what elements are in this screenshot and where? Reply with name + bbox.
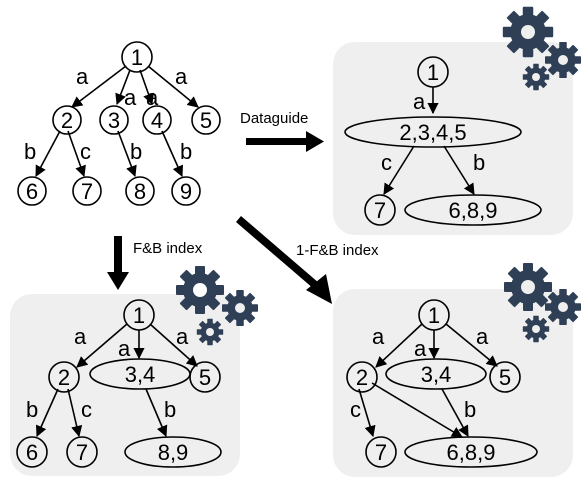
gears-icon	[502, 6, 581, 91]
node-label: 5	[200, 108, 212, 133]
edge-label: b	[164, 397, 176, 422]
node-label: 3,4	[421, 362, 452, 387]
node-label: 1	[133, 303, 145, 328]
tree-node	[171, 176, 201, 206]
node-label: 6	[26, 179, 38, 204]
node-label: 3,4	[125, 362, 156, 387]
source-tree	[17, 41, 221, 206]
fb-index-panel	[10, 294, 240, 476]
node-label: 6,8,9	[449, 198, 498, 223]
edge-label: a	[76, 64, 89, 89]
edge-label: a	[176, 324, 189, 349]
node-label: 8	[134, 179, 146, 204]
edge-label: b	[464, 397, 476, 422]
node-label: 7	[81, 179, 93, 204]
one-fb-node	[365, 436, 397, 468]
node-label: 1	[131, 45, 143, 70]
one-fb-node	[418, 299, 450, 331]
one-fb-node	[404, 436, 538, 468]
edge-label: c	[350, 397, 361, 422]
dataguide-node	[417, 56, 449, 88]
node-label: 8,9	[158, 440, 189, 465]
edge-label: b	[473, 150, 485, 175]
edge-label: b	[130, 139, 142, 164]
fb-index-arrow	[107, 236, 129, 290]
node-label: 3	[108, 108, 120, 133]
fb-node	[16, 436, 48, 468]
tree-node	[121, 41, 153, 73]
node-label: 4	[151, 108, 163, 133]
node-label: 5	[199, 365, 211, 390]
dataguide-node	[364, 194, 396, 226]
edge-label: a	[118, 336, 131, 361]
dataguide-arrow-label: Dataguide	[240, 110, 308, 127]
tree-node	[125, 176, 155, 206]
edge-label: a	[175, 64, 188, 89]
gears-icon	[504, 263, 581, 343]
tree-node	[191, 105, 221, 135]
one-fb-index-arrow	[236, 216, 332, 304]
node-label: 5	[499, 365, 511, 390]
edge-label: a	[414, 336, 427, 361]
edge-label: a	[413, 89, 426, 114]
node-label: 6	[26, 440, 38, 465]
one-fb-node	[489, 361, 521, 393]
fb-node	[48, 361, 80, 393]
node-label: 2,3,4,5	[399, 120, 466, 145]
one-fb-index-arrow-label: 1-F&B index	[296, 242, 379, 259]
tree-node	[99, 105, 129, 135]
fb-node	[189, 361, 221, 393]
node-label: 7	[375, 440, 387, 465]
one-fb-node	[385, 358, 487, 390]
edge-label: a	[146, 85, 159, 110]
fb-node	[123, 299, 155, 331]
edge-label: b	[180, 139, 192, 164]
dataguide-arrow	[246, 131, 324, 152]
fb-node	[66, 436, 98, 468]
node-label: 2	[356, 365, 368, 390]
one-fb-node	[346, 361, 378, 393]
dataguide-node	[344, 116, 522, 148]
edge-label: c	[81, 397, 92, 422]
tree-node	[72, 176, 102, 206]
fb-node	[124, 436, 222, 468]
edge-label: c	[381, 150, 392, 175]
edge-label: a	[476, 324, 489, 349]
node-label: 7	[76, 440, 88, 465]
edge-label: c	[80, 139, 91, 164]
node-label: 1	[428, 303, 440, 328]
edge-label: a	[372, 324, 385, 349]
fb-index-arrow-label: F&B index	[133, 240, 203, 257]
node-label: 2	[58, 365, 70, 390]
tree-node	[52, 105, 82, 135]
edge-label: a	[74, 324, 87, 349]
edge-label: a	[124, 85, 137, 110]
tree-node	[17, 176, 47, 206]
tree-node	[142, 105, 172, 135]
dataguide-node	[404, 194, 542, 226]
node-label: 7	[374, 198, 386, 223]
node-label: 1	[427, 60, 439, 85]
node-label: 9	[180, 179, 192, 204]
gears-icon	[176, 266, 258, 346]
edge-label: b	[26, 397, 38, 422]
one-fb-index-panel	[333, 289, 573, 477]
node-label: 2	[61, 108, 73, 133]
edge-label: b	[24, 139, 36, 164]
node-label: 6,8,9	[447, 440, 496, 465]
